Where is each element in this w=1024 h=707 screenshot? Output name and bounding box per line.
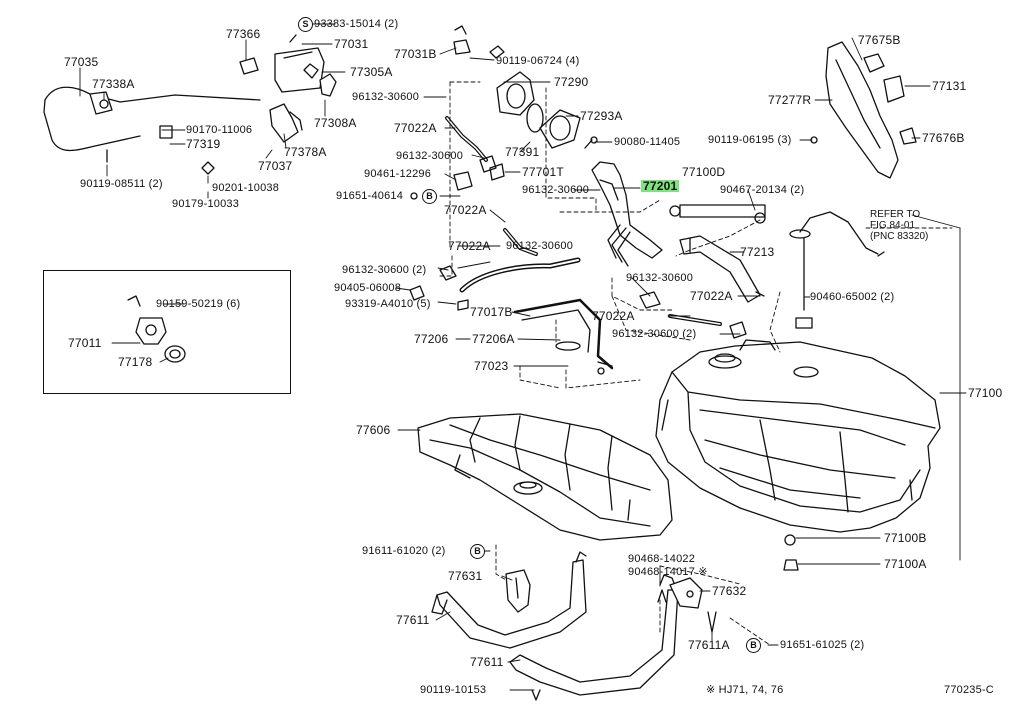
part-label[interactable]: 77631 — [448, 569, 483, 583]
b-symbol-icon: B — [470, 544, 485, 559]
part-label[interactable]: 77305A — [350, 65, 393, 79]
part-label[interactable]: 77022A — [394, 121, 437, 135]
part-label[interactable]: 77701T — [522, 165, 564, 179]
part-label[interactable]: 90119-08511 (2) — [80, 178, 163, 190]
part-label[interactable]: 77035 — [64, 55, 99, 69]
part-label[interactable]: 77277R — [768, 93, 812, 107]
part-label[interactable]: 96132-30600 (2) — [612, 328, 697, 340]
part-label[interactable]: 96132-30600 — [626, 272, 694, 284]
part-label[interactable]: 77675B — [858, 33, 901, 47]
part-label[interactable]: 77100 — [968, 386, 1003, 400]
part-label[interactable]: 90179-10033 — [172, 198, 240, 210]
inset-frame — [43, 270, 291, 394]
part-label[interactable]: 90119-10153 — [420, 684, 487, 696]
part-label[interactable]: 77611 — [396, 613, 430, 627]
part-label[interactable]: 96132-30600 — [396, 150, 464, 162]
part-label[interactable]: 77632 — [712, 584, 747, 598]
part-label[interactable]: 77606 — [356, 423, 391, 437]
part-label[interactable]: 77022A — [448, 239, 491, 253]
part-label[interactable]: 77206A — [472, 332, 515, 346]
part-label[interactable]: 90468-14017 ※ — [628, 566, 708, 578]
part-label[interactable]: 90119-06724 (4) — [496, 55, 580, 67]
part-label[interactable]: 77338A — [92, 77, 135, 91]
part-label[interactable]: 90460-65002 (2) — [810, 291, 895, 303]
part-label[interactable]: 77031B — [394, 47, 437, 61]
part-label[interactable]: 77017B — [470, 305, 513, 319]
part-label[interactable]: 77308A — [314, 116, 357, 130]
part-label[interactable]: 96132-30600 — [522, 184, 590, 196]
ref-note-line: (PNC 83320) — [870, 231, 929, 242]
part-label[interactable]: 90201-10038 — [212, 182, 280, 194]
part-label[interactable]: 77366 — [226, 27, 261, 41]
filler-pipe-illustration — [591, 161, 663, 267]
part-label[interactable]: 96132-30600 — [352, 91, 420, 103]
part-label[interactable]: 77031 — [334, 37, 369, 51]
part-label[interactable]: 77213 — [740, 245, 775, 259]
part-label[interactable]: 77037 — [258, 159, 293, 173]
part-label[interactable]: 77206 — [414, 332, 449, 346]
part-label[interactable]: 90170-11006 — [186, 124, 253, 136]
part-label[interactable]: 77319 — [186, 137, 221, 151]
part-label[interactable]: 77100B — [884, 531, 927, 545]
tank-protector-illustration — [417, 413, 673, 541]
part-label[interactable]: 90405-06008 — [334, 282, 402, 294]
part-label[interactable]: 77023 — [474, 359, 509, 373]
part-label[interactable]: 77131 — [932, 79, 967, 93]
part-label[interactable]: 90467-20134 (2) — [720, 184, 805, 196]
part-label[interactable]: 96132-30600 — [506, 240, 574, 252]
figure-code: 770235-C — [944, 684, 994, 696]
part-label[interactable]: 77378A — [284, 145, 327, 159]
part-label[interactable]: 77100A — [884, 557, 927, 571]
part-label[interactable]: 96132-30600 (2) — [342, 264, 427, 276]
part-label[interactable]: 91651-40614 — [336, 190, 404, 202]
b-symbol-icon: B — [746, 638, 761, 653]
part-label[interactable]: 91651-61025 (2) — [780, 639, 865, 651]
part-label[interactable]: 93319-A4010 (5) — [345, 298, 431, 310]
b-symbol-icon: B — [422, 189, 437, 204]
part-label[interactable]: 93383-15014 (2) — [314, 18, 399, 30]
part-label[interactable]: 77022A — [444, 203, 487, 217]
part-label[interactable]: 77290 — [554, 75, 589, 89]
part-label[interactable]: 91611-61020 (2) — [362, 545, 446, 557]
footnote: ※ HJ71, 74, 76 — [706, 684, 784, 696]
part-label[interactable]: 77022A — [690, 289, 733, 303]
part-label[interactable]: 77011 — [68, 336, 102, 350]
part-label[interactable]: 77178 — [118, 355, 153, 369]
part-label[interactable]: 77100D — [682, 165, 726, 179]
ref-note-line[interactable]: FIG 84-01 — [870, 220, 916, 231]
part-label[interactable]: 90468-14022 — [628, 553, 696, 565]
part-label[interactable]: 77611A — [688, 638, 730, 652]
s-symbol-icon: S — [298, 17, 313, 32]
part-label[interactable]: 77676B — [922, 131, 965, 145]
part-label[interactable]: 90080-11405 — [614, 136, 681, 148]
part-label[interactable]: 77022A — [592, 309, 635, 323]
part-label[interactable]: 77293A — [580, 109, 623, 123]
part-label[interactable]: 90461-12296 — [364, 168, 432, 180]
part-label[interactable]: 90119-06195 (3) — [708, 134, 792, 146]
highlighted-part-label[interactable]: 77201 — [641, 179, 680, 193]
part-label[interactable]: 90159-50219 (6) — [156, 298, 241, 310]
part-label[interactable]: 77611 — [470, 655, 504, 669]
part-label[interactable]: 77391 — [505, 145, 540, 159]
ref-note-line: REFER TO — [870, 209, 921, 220]
fuel-tank-illustration — [655, 339, 941, 533]
